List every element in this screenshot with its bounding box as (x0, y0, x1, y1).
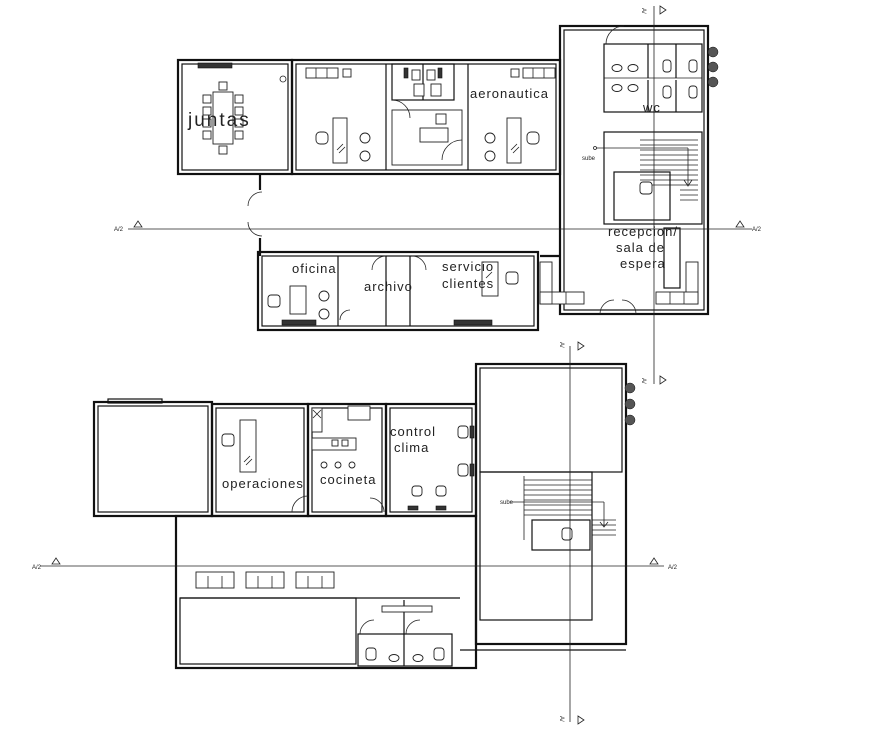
wc-reception-block (539, 24, 719, 316)
label-recepcion-1: recepcion/ (608, 224, 678, 239)
label-aeronautica: aeronautica (470, 86, 549, 101)
axis-label-upper-right: A/2 (752, 227, 762, 233)
axis-label-upper-top: A/ (640, 8, 646, 14)
label-recepcion-2: sala de (616, 240, 665, 255)
upper-floor-plan (176, 24, 719, 332)
corridor (247, 174, 560, 258)
room-labels: juntas aeronautica wc recepcion/ sala de… (187, 86, 678, 506)
axis-label-upper-bottom: A/ (640, 378, 646, 384)
aeronautica-block (290, 58, 562, 176)
label-sube-upper: sube (582, 156, 596, 162)
axis-label-lower-top: A/ (558, 342, 564, 348)
lower-offices-upper (256, 250, 540, 332)
lower-floor-plan (92, 362, 636, 670)
axis-labels: A/2 A/2 A/ A/ A/2 A/2 A/ A/ (32, 8, 762, 722)
axis-label-lower-right: A/2 (668, 565, 678, 571)
label-oficina: oficina (292, 261, 337, 276)
label-operaciones: operaciones (222, 476, 304, 491)
label-cocineta: cocineta (320, 472, 376, 487)
axis-label-lower-left: A/2 (32, 565, 42, 571)
label-archivo: archivo (364, 279, 413, 294)
juntas-room (176, 58, 294, 176)
label-control-1: control (390, 424, 436, 439)
axis-lines (40, 5, 752, 725)
label-servicio-1: servicio (442, 259, 494, 274)
axis-label-upper-left: A/2 (114, 227, 124, 233)
label-control-2: clima (394, 440, 429, 455)
label-sube-lower: sube (500, 500, 514, 506)
label-juntas: juntas (187, 110, 251, 131)
axis-label-lower-bottom: A/ (558, 716, 564, 722)
label-servicio-2: clientes (442, 276, 494, 291)
label-wc: wc (642, 100, 661, 115)
label-recepcion-3: espera (620, 256, 666, 271)
